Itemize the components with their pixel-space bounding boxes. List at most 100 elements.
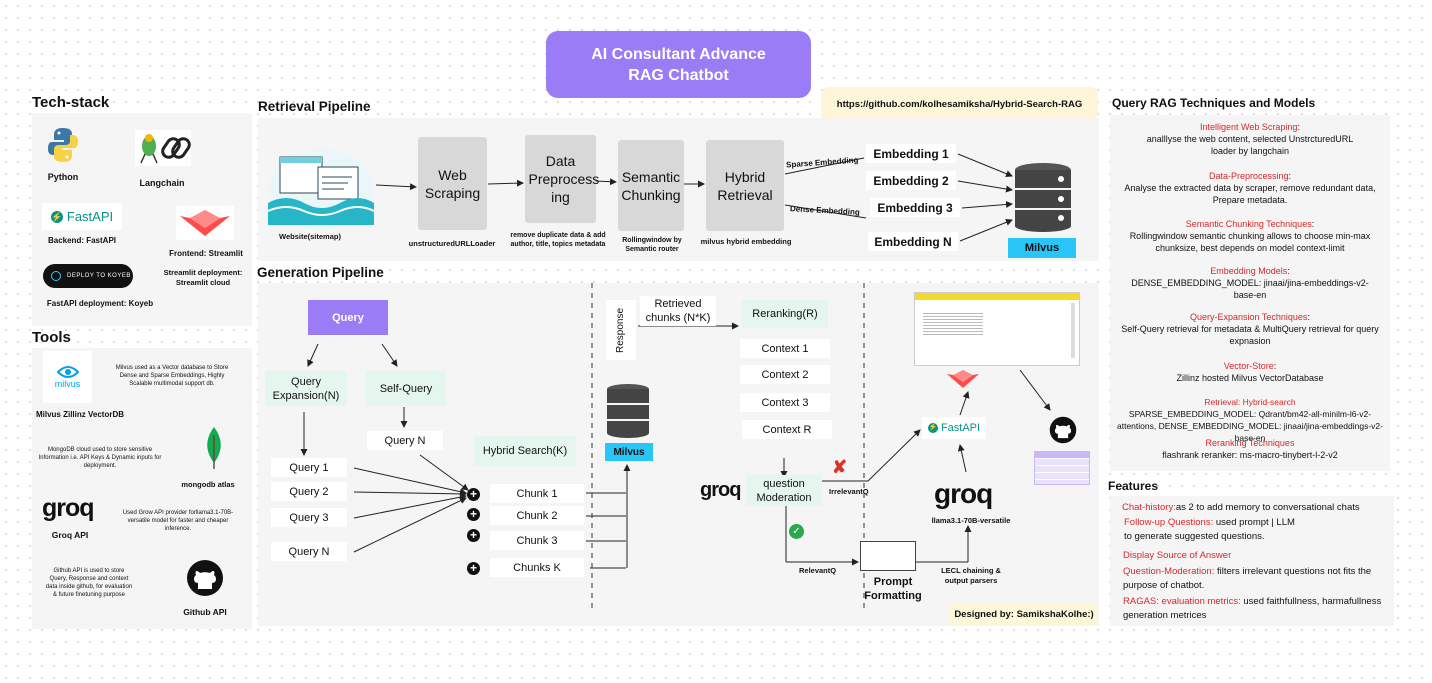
response-label: Response [606,300,636,360]
query-box: Query [308,300,388,335]
chunk-1: Chunk 1 [490,484,584,503]
query-expansion-box: Query Expansion(N) [265,371,347,406]
plus-icon: + [467,529,480,542]
feature-item: Chat-history:as 2 to add memory to conve… [1122,502,1360,513]
koyeb-logo: DEPLOY TO KOYEB [43,264,133,288]
milvus-tag-generation: Milvus [605,443,653,461]
embedding-n: Embedding N [868,232,958,251]
relevant-label: RelevantQ [799,566,837,575]
relevant-check-icon: ✓ [789,524,804,539]
embedding-1: Embedding 1 [866,144,956,163]
github-icon [186,559,224,602]
chunking-sub: Rollingwindow by Semantic router [622,237,682,253]
langchain-label: Langchain [139,178,185,188]
fastapi-deploy-label: FastAPI deployment: Koyeb [46,299,154,308]
milvus-eye-icon [56,366,79,378]
milvus-db-icon [606,383,650,444]
data-table-icon [1034,451,1090,485]
query-n-self: Query N [367,431,443,450]
retrieval-heading: Retrieval Pipeline [258,99,371,114]
context-r: Context R [742,420,832,439]
github-tool-label: Github API [183,607,227,617]
github-url[interactable]: https://github.com/kolhesamiksha/Hybrid-… [836,98,1083,110]
groq-logo: groq [42,494,95,522]
ui-sidebar-strip [1071,303,1075,358]
tools-heading: Tools [32,329,71,346]
preprocessing-box: Data Preprocess ing [525,135,599,223]
context-1: Context 1 [740,339,830,358]
hybrid-search-box: Hybrid Search(K) [474,436,576,466]
technique-item: Semantic Chunking Techniques:Rollingwind… [1129,219,1371,253]
hybrid-retrieval-box: Hybrid Retrieval [706,140,784,231]
ui-text-lines [923,313,983,337]
chunks-k: Chunks K [490,558,584,577]
milvus-tag: Milvus [1008,238,1076,258]
embedding-2: Embedding 2 [866,171,956,190]
fastapi-icon: ⚡ [50,210,63,223]
groq-tool-label: Groq API [51,530,89,540]
techniques-list: Intelligent Web Scraping:analllyse the w… [1110,115,1390,471]
milvus-logo: milvus [43,351,92,403]
chunk-2: Chunk 2 [490,506,584,525]
llama-label: llama3.1-70B-versatile [931,516,1011,525]
title-banner: AI Consultant Advance RAG Chatbot [546,31,811,98]
preprocessing-sub: remove duplicate data & add author, titl… [510,232,606,248]
github-desc: Github API is used to store Query, Respo… [45,568,133,598]
milvus-tool-label: Milvus Zillinz VectorDB [35,410,124,419]
streamlit-icon [176,206,234,245]
koyeb-icon [51,271,61,281]
lecl-label: LECL chaining & output parsers [941,566,1001,585]
query-3: Query 3 [271,508,347,527]
features-heading: Features [1108,479,1159,493]
plus-icon: + [467,488,480,501]
retrieved-chunks-label: Retrieved chunks (N*K) [640,296,716,326]
features-panel [1110,496,1394,626]
irrelevant-label: IrrelevantQ [829,487,869,496]
frontend-label: Frontend: Streamlit [169,249,243,258]
website-illustration-icon [266,143,376,236]
groq-logo-llm: groq [934,478,993,509]
generation-heading: Generation Pipeline [257,265,384,280]
plus-icon: + [467,508,480,521]
fastapi-icon: ⚡ [927,423,938,433]
streamlit-icon [945,368,981,395]
backend-label: Backend: FastAPI [47,236,117,245]
tech-stack-heading: Tech-stack [32,94,110,111]
web-scraping-sub: unstructuredURLLoader [408,239,496,248]
context-3: Context 3 [740,393,830,412]
hybrid-retrieval-sub: milvus hybrid embedding [700,237,792,246]
groq-desc: Used Grow API provider forllama3.1-70B-v… [122,510,234,532]
github-url-tag[interactable]: https://github.com/kolhesamiksha/Hybrid-… [821,87,1098,121]
query-1: Query 1 [271,458,347,477]
groq-logo-generation: groq [700,479,741,501]
techniques-heading: Query RAG Techniques and Models [1112,96,1316,110]
feature-item: Question-Moderation: filters irrelevant … [1123,566,1372,591]
prompt-formatting-label: Prompt Formatting [864,576,922,602]
mongodb-leaf-icon [203,425,225,474]
langchain-icon [135,130,191,171]
reranking-box: Reranking(R) [742,300,828,328]
chunk-3: Chunk 3 [490,531,584,550]
prompt-box [860,541,916,571]
fastapi-logo-generation: ⚡ FastAPI [922,417,986,439]
chatbot-ui-screenshot [914,292,1080,366]
mongodb-label: mongodb atlas [181,480,235,489]
python-icon [48,126,78,169]
website-label: Website(sitemap) [279,232,341,241]
query-n: Query N [271,542,347,561]
irrelevant-cross-icon: ✘ [832,457,848,477]
technique-item: Embedding Models:DENSE_EMBEDDING_MODEL: … [1131,266,1369,300]
mongodb-desc: MongoDB cloud used to store sensitive In… [38,447,162,469]
feature-item: Follow-up Questions: used prompt | LLM t… [1124,517,1295,542]
embedding-3: Embedding 3 [870,198,960,217]
milvus-desc: Milvus used as a Vector database to Stor… [115,365,229,387]
github-icon [1049,416,1077,449]
designed-by-tag: Designed by: SamikshaKolhe:) [950,603,1098,625]
techniques-panel [1110,115,1390,471]
technique-item: Query-Expansion Techniques:Self-Query re… [1121,312,1379,346]
plus-icon: + [467,562,480,575]
